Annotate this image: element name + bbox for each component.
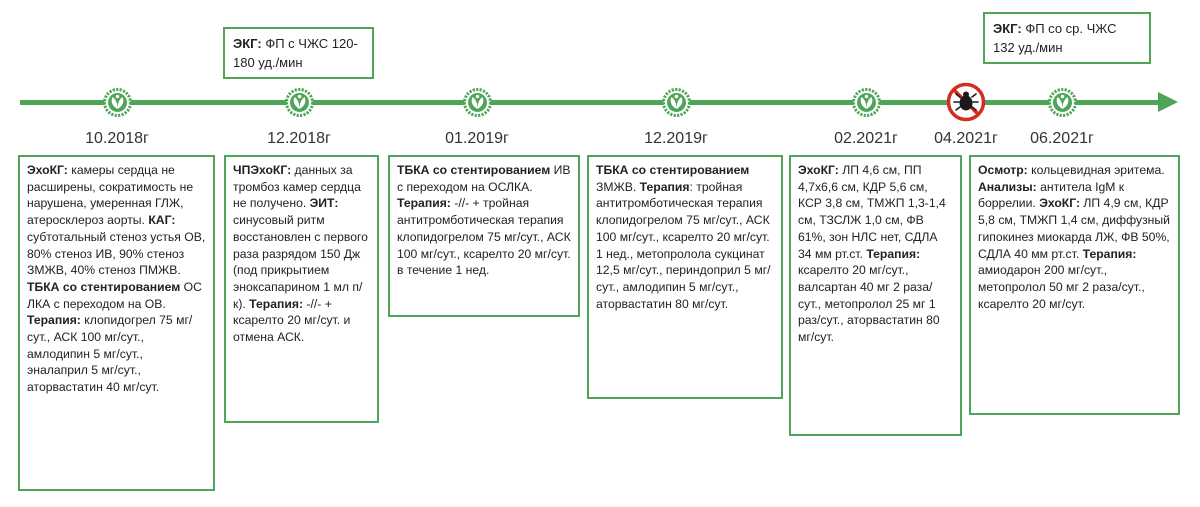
- section-text: ФП с ЧЖС 120-180 уд./мин: [233, 36, 358, 70]
- section-text: амиодарон 200 мг/сут., метопролол 50 мг …: [978, 263, 1145, 311]
- section-text: ксарелто 20 мг/сут., валсартан 40 мг 2 р…: [798, 263, 940, 345]
- section-label: ЭхоКГ:: [798, 163, 839, 177]
- event-date: 10.2018г: [85, 130, 149, 147]
- section-label: ЭхоКГ:: [27, 163, 68, 177]
- section-text: ИВ с переходом на ОСЛКА.: [397, 163, 571, 194]
- leaf-logo-icon: [102, 88, 132, 117]
- section-text: ЛП 4,9 см, КДР 5,8 см, ТМЖП 1,4 см, дифф…: [978, 196, 1170, 261]
- event-date: 06.2021г: [1030, 130, 1094, 147]
- ecg-note-2: ЭКГ: ФП со ср. ЧЖС 132 уд./мин: [983, 12, 1151, 64]
- section-text: ЗМЖВ.: [596, 179, 640, 194]
- section-label: ЭИТ:: [309, 196, 339, 211]
- section-text: субтотальный стеноз устья ОВ, 80% стеноз…: [27, 229, 206, 278]
- event-details-box: ЭхоКГ: ЛП 4,6 см, ПП 4,7х6,6 см, КДР 5,6…: [789, 155, 962, 436]
- section-label: ЭКГ:: [993, 21, 1022, 36]
- section-label: Анализы:: [978, 179, 1037, 194]
- section-label: ТБКА со стентированием: [27, 279, 181, 294]
- section-label: Терапия:: [1082, 246, 1137, 261]
- ecg-note-1: ЭКГ: ФП с ЧЖС 120-180 уд./мин: [223, 27, 374, 79]
- tick-bug-icon: [946, 82, 986, 122]
- section-text: : тройная антитромботическая терапия кло…: [596, 179, 771, 311]
- section-text: -//- + ксарелто 20 мг/сут. и отмена АСК.: [233, 296, 351, 345]
- section-label: ЧПЭхоКГ:: [233, 163, 292, 177]
- leaf-logo-icon: [462, 88, 492, 117]
- event-details-box: ТБКА со стентированием ЗМЖВ. Терапия: тр…: [587, 155, 783, 399]
- timeline-axis: [20, 100, 1160, 105]
- section-label: Терапия:: [27, 313, 81, 328]
- section-text: камеры сердца не расширены, сократимость…: [27, 163, 194, 228]
- section-label: ЭКГ:: [233, 36, 262, 51]
- event-details-box: ЧПЭхоКГ: данных за тромбоз камер сердца …: [224, 155, 379, 423]
- section-text: синусовый ритм восстановлен с первого ра…: [233, 213, 368, 311]
- section-label: Терапия:: [866, 246, 921, 261]
- section-label: КАГ:: [148, 213, 176, 228]
- leaf-logo-icon: [851, 88, 881, 117]
- section-label: Терапия:: [397, 196, 451, 211]
- section-label: ТБКА со стентированием: [596, 163, 750, 177]
- leaf-logo-icon: [661, 88, 691, 117]
- event-date: 12.2019г: [644, 130, 708, 147]
- section-label: ЭхоКГ:: [1039, 196, 1081, 211]
- section-label: Осмотр:: [978, 163, 1028, 177]
- timeline-arrowhead: [1158, 92, 1178, 112]
- section-text: клопидогрел 75 мг/сут., АСК 100 мг/сут.,…: [27, 313, 193, 395]
- section-text: данных за тромбоз камер сердца не получе…: [233, 163, 361, 211]
- section-label: Терапия: [639, 179, 690, 194]
- leaf-logo-icon: [284, 88, 314, 117]
- section-text: ФП со ср. ЧЖС 132 уд./мин: [993, 21, 1117, 55]
- event-details-box: ЭхоКГ: камеры сердца не расширены, сокра…: [18, 155, 215, 491]
- event-details-box: Осмотр: кольцевидная эритема. Анализы: а…: [969, 155, 1180, 415]
- section-text: антитела IgM к боррелии.: [978, 179, 1125, 211]
- event-date: 01.2019г: [445, 130, 509, 147]
- section-text: ЛП 4,6 см, ПП 4,7х6,6 см, КДР 5,6 см, КС…: [798, 163, 946, 261]
- event-date: 12.2018г: [267, 130, 331, 147]
- section-label: ТБКА со стентированием: [397, 163, 551, 177]
- event-date: 04.2021г: [934, 130, 998, 147]
- event-details-box: ТБКА со стентированием ИВ с переходом на…: [388, 155, 580, 317]
- section-label: Терапия:: [249, 296, 304, 311]
- section-text: -//- + тройная антитромботическая терапи…: [397, 196, 571, 278]
- section-text: ОС ЛКА с переходом на ОВ.: [27, 279, 202, 311]
- section-text: кольцевидная эритема.: [1027, 163, 1165, 177]
- event-date: 02.2021г: [834, 130, 898, 147]
- leaf-logo-icon: [1047, 88, 1077, 117]
